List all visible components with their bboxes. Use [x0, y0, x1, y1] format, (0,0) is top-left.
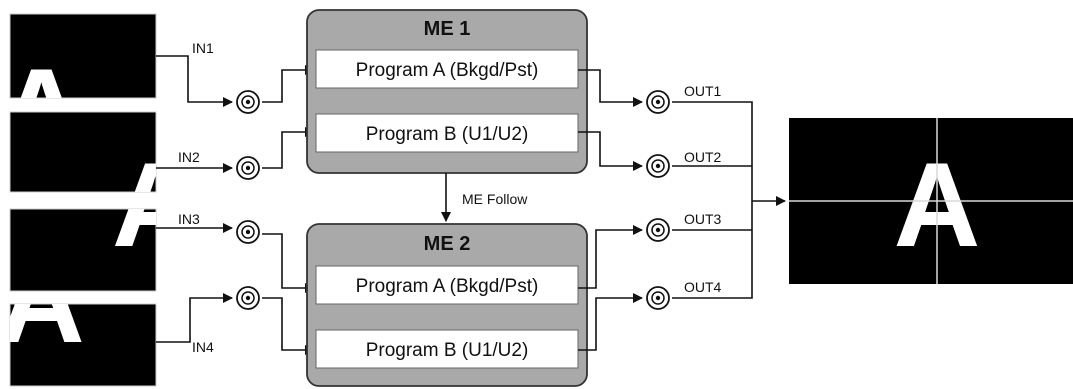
output-connector-4 — [646, 286, 670, 310]
tile-glyph: A — [112, 138, 199, 272]
tile-glyph: A — [0, 234, 85, 368]
output-label-2: OUT2 — [684, 149, 722, 165]
output-connector-3 — [646, 218, 670, 242]
input-label-3: IN3 — [178, 211, 200, 227]
input-tile-3: A — [9, 138, 199, 292]
output-connector-2 — [646, 154, 670, 178]
input-label-4: IN4 — [192, 339, 214, 355]
input-tile-1: A — [0, 13, 157, 178]
me1-title: ME 1 — [424, 18, 471, 40]
output-video-wall: A — [789, 118, 1073, 284]
me-follow-label: ME Follow — [462, 191, 528, 207]
me2-program-b: Program B (U1/U2) — [366, 340, 529, 361]
tile-glyph: A — [0, 44, 85, 178]
input-wiring — [156, 55, 315, 355]
output-wiring — [578, 69, 786, 351]
input-connector-2 — [236, 156, 260, 180]
output-connector-1 — [646, 90, 670, 114]
me2-block: ME 2 Program A (Bkgd/Pst) Program B (U1/… — [306, 223, 588, 387]
me1-program-b: Program B (U1/U2) — [366, 124, 529, 145]
input-connector-3 — [236, 220, 260, 244]
output-label-3: OUT3 — [684, 211, 722, 227]
input-tile-2: A — [9, 111, 199, 272]
me2-program-a: Program A (Bkgd/Pst) — [356, 276, 539, 297]
input-label-1: IN1 — [192, 40, 214, 56]
me1-block: ME 1 Program A (Bkgd/Pst) Program B (U1/… — [306, 9, 588, 174]
me2-title: ME 2 — [424, 233, 471, 255]
tile-glyph: A — [112, 138, 199, 272]
input-connector-4 — [236, 286, 260, 310]
me-follow-link: ME Follow — [441, 173, 528, 222]
output-label-1: OUT1 — [684, 83, 722, 99]
input-tile-4: A — [0, 234, 157, 387]
input-connector-1 — [236, 90, 260, 114]
me1-program-a: Program A (Bkgd/Pst) — [356, 60, 539, 81]
input-label-2: IN2 — [178, 149, 200, 165]
output-label-4: OUT4 — [684, 279, 722, 295]
